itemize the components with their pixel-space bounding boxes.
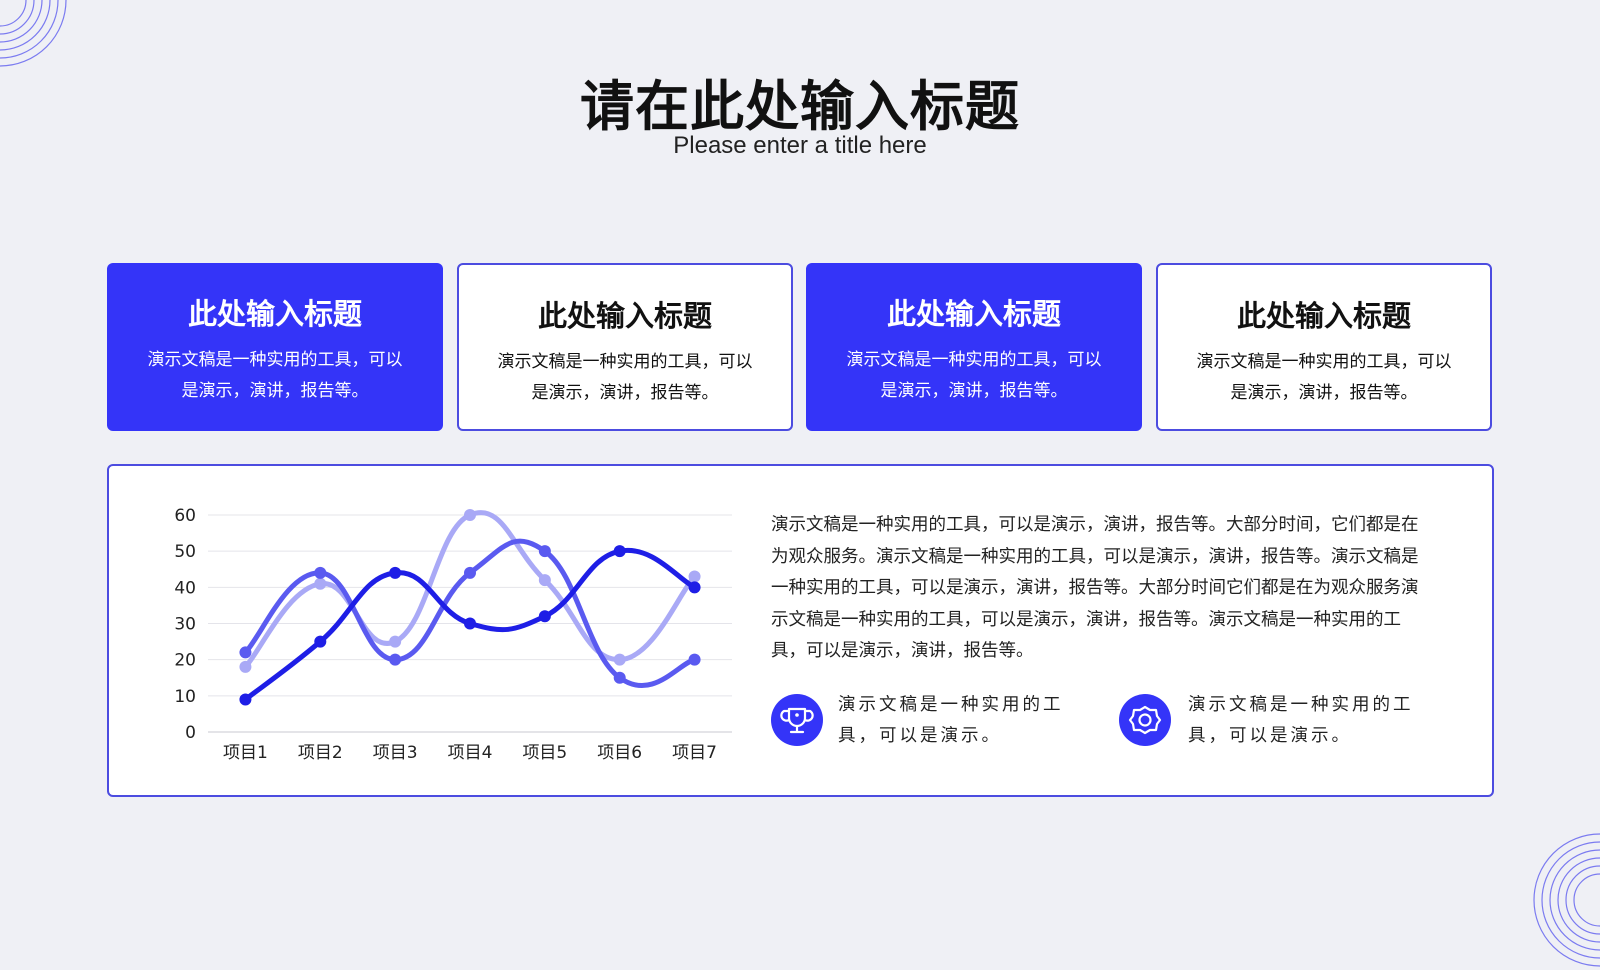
card-text: 演示文稿是一种实用的工具，可以是演示，演讲，报告等。 bbox=[497, 352, 753, 403]
data-point bbox=[464, 509, 476, 521]
card-text: 演示文稿是一种实用的工具，可以是演示，演讲，报告等。 bbox=[846, 350, 1102, 401]
x-tick-label: 项目3 bbox=[373, 743, 418, 763]
card-title: 此处输入标题 bbox=[537, 299, 712, 333]
x-tick-label: 项目2 bbox=[298, 743, 343, 763]
gear-icon bbox=[1119, 694, 1171, 746]
feature-text-1: 演示文稿是一种实用的工具，可以是演示。 bbox=[838, 695, 1064, 746]
data-point bbox=[613, 671, 626, 684]
description-paragraph: 演示文稿是一种实用的工具，可以是演示，演讲，报告等。大部分时间，它们都是在为观众… bbox=[771, 515, 1419, 661]
y-tick-label: 50 bbox=[174, 542, 196, 562]
data-point bbox=[688, 653, 701, 666]
x-tick-label: 项目1 bbox=[223, 743, 268, 763]
card-text: 演示文稿是一种实用的工具，可以是演示，演讲，报告等。 bbox=[1196, 352, 1452, 403]
data-point bbox=[314, 577, 327, 590]
page-title: 请在此处输入标题 bbox=[580, 75, 1020, 138]
feature-text-2: 演示文稿是一种实用的工具，可以是演示。 bbox=[1188, 695, 1414, 746]
data-point bbox=[239, 660, 252, 673]
y-tick-label: 40 bbox=[174, 578, 196, 598]
data-point bbox=[314, 635, 327, 648]
y-tick-label: 60 bbox=[174, 506, 196, 526]
data-point bbox=[613, 545, 626, 558]
card-title: 此处输入标题 bbox=[886, 297, 1061, 331]
data-point bbox=[389, 653, 402, 666]
decorative-rings-top-left bbox=[0, 0, 67, 67]
data-point bbox=[538, 610, 551, 623]
data-point bbox=[688, 570, 701, 583]
data-point bbox=[239, 646, 252, 659]
data-point bbox=[464, 617, 476, 630]
info-card-2: 此处输入标题 演示文稿是一种实用的工具，可以是演示，演讲，报告等。 bbox=[457, 263, 793, 431]
x-tick-label: 项目7 bbox=[672, 743, 717, 763]
info-card-3: 此处输入标题 演示文稿是一种实用的工具，可以是演示，演讲，报告等。 bbox=[806, 263, 1142, 431]
data-point bbox=[538, 545, 551, 558]
card-text: 演示文稿是一种实用的工具，可以是演示，演讲，报告等。 bbox=[147, 350, 403, 401]
data-point bbox=[688, 581, 701, 594]
x-tick-label: 项目5 bbox=[522, 743, 567, 763]
data-point bbox=[464, 566, 476, 579]
x-tick-label: 项目4 bbox=[448, 743, 493, 763]
data-point bbox=[314, 566, 327, 579]
decorative-rings-bottom-right bbox=[1533, 833, 1600, 967]
line-chart: 0 10 20 30 40 50 60 项目1 项目2 项目3 项目4 项目5 项目6 项目7 bbox=[174, 506, 732, 763]
y-tick-label: 20 bbox=[174, 651, 196, 671]
series-line-3 bbox=[242, 510, 698, 670]
data-point bbox=[613, 653, 626, 666]
data-point bbox=[389, 566, 402, 579]
trophy-icon bbox=[771, 694, 823, 746]
y-tick-label: 30 bbox=[174, 615, 196, 635]
card-title: 此处输入标题 bbox=[187, 297, 362, 331]
data-point bbox=[538, 574, 551, 587]
data-point bbox=[239, 693, 252, 706]
y-tick-label: 0 bbox=[185, 723, 196, 743]
data-point bbox=[389, 635, 402, 648]
info-card-1: 此处输入标题 演示文稿是一种实用的工具，可以是演示，演讲，报告等。 bbox=[107, 263, 443, 431]
y-tick-label: 10 bbox=[174, 687, 196, 707]
page-subtitle: Please enter a title here bbox=[673, 132, 927, 159]
series-line-2 bbox=[242, 538, 698, 688]
x-tick-label: 项目6 bbox=[597, 743, 642, 763]
info-card-4: 此处输入标题 演示文稿是一种实用的工具，可以是演示，演讲，报告等。 bbox=[1156, 263, 1492, 431]
card-title: 此处输入标题 bbox=[1236, 299, 1411, 333]
